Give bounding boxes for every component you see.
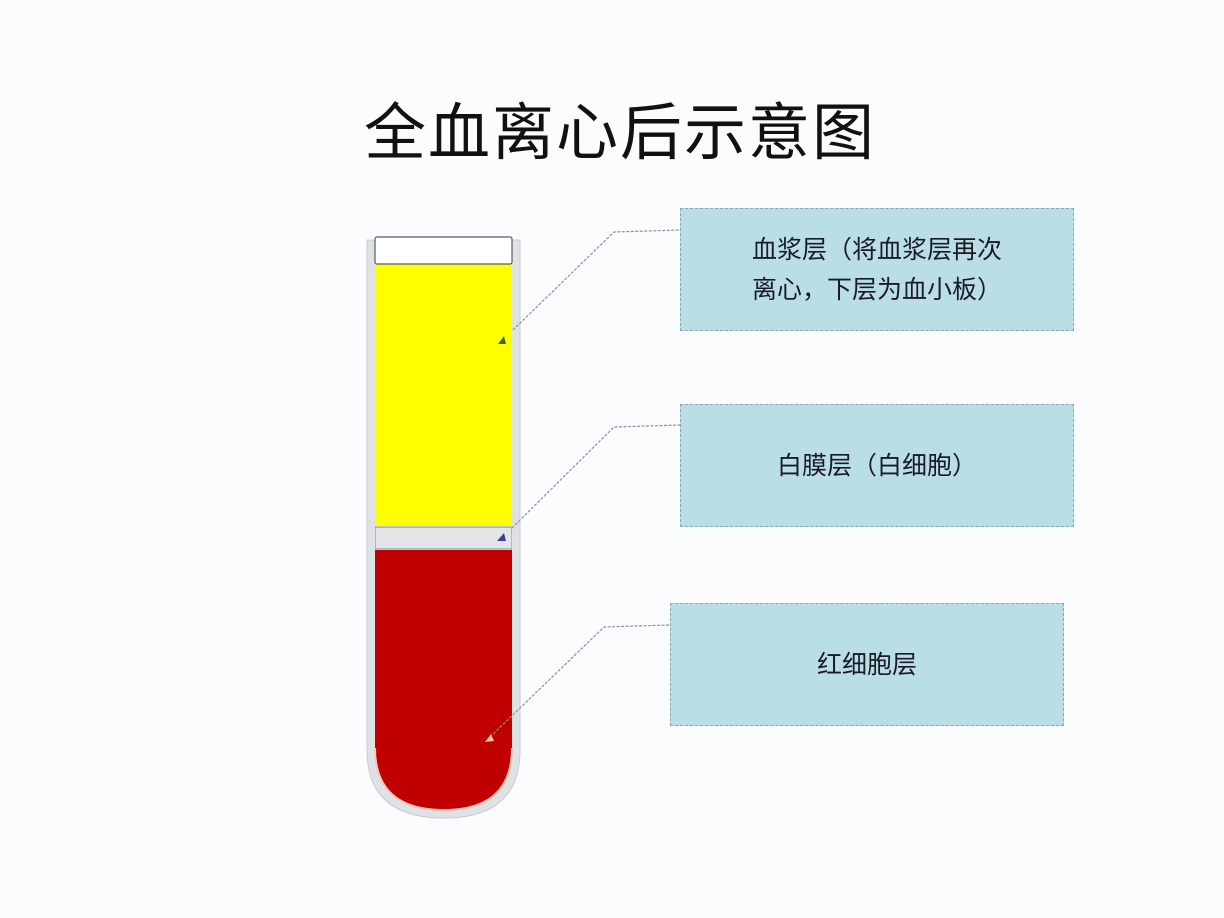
label-plasma-line1: 血浆层（将血浆层再次 (751, 234, 1002, 264)
label-red-cell-layer: 红细胞层 (670, 603, 1064, 726)
buffy-coat-layer (375, 526, 512, 550)
label-buffy-text: 白膜层（白细胞） (776, 450, 977, 480)
connector-rbc (489, 624, 671, 738)
connector-plasma (512, 229, 681, 331)
plasma-layer (375, 264, 512, 526)
arrow-tip-plasma (498, 336, 506, 344)
arrow-tip-buffy (497, 533, 506, 541)
label-plasma-layer: 血浆层（将血浆层再次 离心，下层为血小板） (680, 208, 1074, 331)
label-buffy-coat-layer: 白膜层（白细胞） (680, 404, 1074, 527)
label-plasma-line2: 离心，下层为血小板） (751, 274, 1002, 304)
tube-top-empty (374, 236, 513, 265)
red-cell-layer (375, 550, 512, 810)
diagram-title: 全血离心后示意图 (363, 96, 876, 169)
label-rbc-text: 红细胞层 (816, 649, 917, 679)
connector-buffy (511, 424, 681, 529)
arrow-tip-rbc (485, 734, 494, 742)
